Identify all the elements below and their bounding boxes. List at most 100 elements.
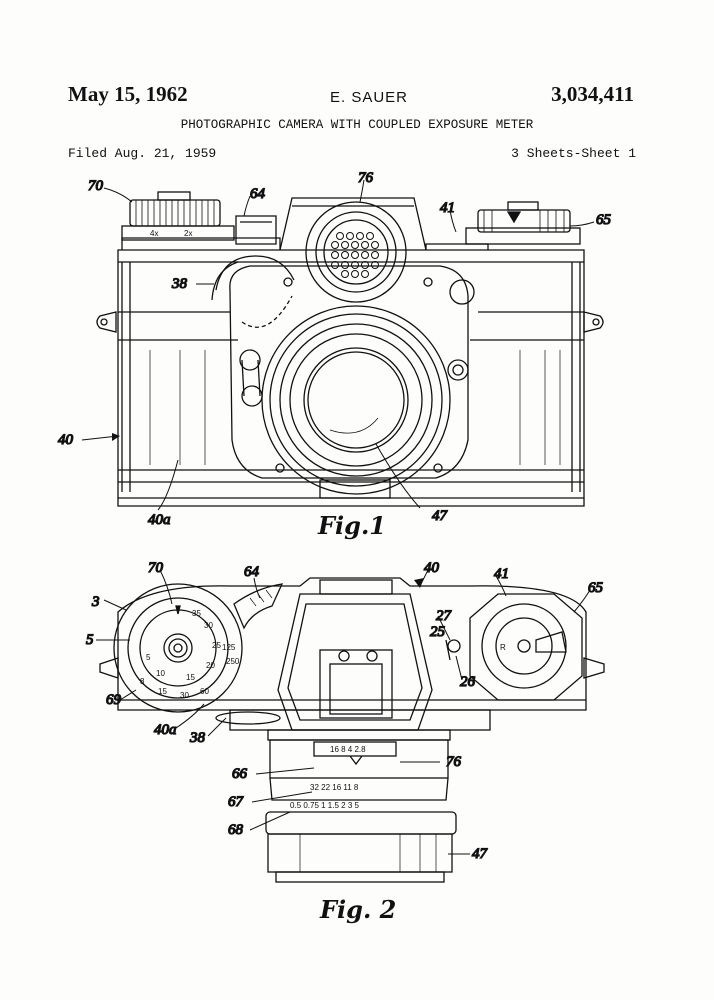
ref-27: 27 xyxy=(436,608,453,624)
ref-40-fig2: 40 xyxy=(424,560,440,576)
svg-text:25: 25 xyxy=(212,641,221,650)
svg-text:8: 8 xyxy=(140,677,145,686)
shutter-speed-dial: 4x 2x xyxy=(121,191,235,241)
svg-text:250: 250 xyxy=(226,657,240,666)
ref-65-fig2: 65 xyxy=(588,580,604,596)
svg-text:60: 60 xyxy=(200,687,209,696)
svg-text:16 8 4 2.8: 16 8 4 2.8 xyxy=(330,745,366,754)
side-button-right-inner xyxy=(452,364,464,376)
ref-25: 25 xyxy=(430,624,446,640)
svg-text:0.5 0.75 1 1.5 2 3 5: 0.5 0.75 1 1.5 2 3 5 xyxy=(290,801,359,810)
ref-38-fig2: 38 xyxy=(189,730,206,746)
ref-38: 38 xyxy=(171,276,188,292)
svg-text:35: 35 xyxy=(192,609,201,618)
top-plate-left xyxy=(121,237,281,250)
ref-66: 66 xyxy=(232,766,248,782)
ref-47: 47 xyxy=(432,508,449,524)
strap-lug-hole-right xyxy=(592,318,600,326)
accessory-shoe xyxy=(319,649,393,719)
release-lever xyxy=(445,639,451,661)
strap-lug-right-top xyxy=(583,657,605,679)
ref-64: 64 xyxy=(250,186,266,202)
figure-2-label: Fig. 2 xyxy=(319,895,396,924)
ref-40: 40 xyxy=(58,432,74,448)
arrow-40-fig2 xyxy=(414,578,424,588)
ref-67: 67 xyxy=(228,794,245,810)
sheet-number: 3 Sheets-Sheet 1 xyxy=(511,146,636,161)
rewind-release-button xyxy=(447,639,461,653)
camera-body-outline xyxy=(117,249,585,499)
exposure-meter-cell-window xyxy=(305,201,407,303)
svg-text:30: 30 xyxy=(204,621,213,630)
strap-lug-right xyxy=(583,311,604,333)
ref-3: 3 xyxy=(91,594,100,610)
mount-screw-3 xyxy=(275,463,285,473)
svg-text:30: 30 xyxy=(180,691,189,700)
ref-68: 68 xyxy=(228,822,244,838)
lens-bottom-collar xyxy=(319,479,391,499)
lens-mount-plate xyxy=(229,265,469,479)
selftimer-button xyxy=(449,279,475,305)
svg-text:4x: 4x xyxy=(150,229,158,238)
shoe-screw-2 xyxy=(366,650,378,662)
ref-26: 26 xyxy=(460,674,476,690)
ref-76-fig2: 76 xyxy=(446,754,462,770)
eyepiece-top xyxy=(319,579,393,595)
mount-screw-1 xyxy=(283,277,293,287)
figure-1-front-view: 4x 2x xyxy=(57,169,612,540)
ref-41: 41 xyxy=(440,200,455,216)
figure-1-label: Fig.1 xyxy=(317,511,386,540)
side-lever-left xyxy=(241,359,261,397)
svg-text:125: 125 xyxy=(222,643,236,652)
rewind-knob-top: R xyxy=(469,593,583,701)
arrow-40 xyxy=(112,433,120,441)
focus-wheel xyxy=(211,255,295,328)
svg-text:R: R xyxy=(500,643,506,652)
fig1-leader-lines xyxy=(81,179,595,511)
ref-76: 76 xyxy=(358,170,374,186)
ref-41-fig2: 41 xyxy=(494,566,509,582)
ref-40a: 40a xyxy=(148,512,171,528)
body-hatching xyxy=(149,350,561,465)
accessory-shoe-inner xyxy=(329,663,383,715)
side-button-left-top xyxy=(239,349,261,371)
prism-top-inner xyxy=(287,603,423,721)
mount-screw-4 xyxy=(433,463,443,473)
mount-screw-2 xyxy=(423,277,433,287)
svg-text:20: 20 xyxy=(206,661,215,670)
svg-text:15: 15 xyxy=(186,673,195,682)
patent-title: PHOTOGRAPHIC CAMERA WITH COUPLED EXPOSUR… xyxy=(180,118,534,132)
svg-text:15: 15 xyxy=(158,687,167,696)
lens-top-view: 16 8 4 2.8 32 22 16 11 8 0.5 0.75 1 1.5 … xyxy=(265,729,457,883)
advance-lever-top xyxy=(233,583,284,630)
shoe-screw-1 xyxy=(338,650,350,662)
svg-text:10: 10 xyxy=(156,669,165,678)
shutter-dial-top: 35 30 25 20 15 10 5 125 250 60 30 15 8 xyxy=(113,583,243,713)
ref-5: 5 xyxy=(86,632,94,648)
filed-date: Filed Aug. 21, 1959 xyxy=(68,146,217,161)
strap-lug-left xyxy=(96,311,117,333)
side-button-right xyxy=(447,359,469,381)
focus-wheel-top xyxy=(215,711,281,725)
ref-64-fig2: 64 xyxy=(244,564,260,580)
strap-lug-hole-left xyxy=(100,318,108,326)
figure-2-top-view: 35 30 25 20 15 10 5 125 250 60 30 15 8 xyxy=(85,559,605,924)
patent-date: May 15, 1962 xyxy=(68,82,188,106)
camera-base xyxy=(117,498,585,507)
ref-70-fig2: 70 xyxy=(148,560,164,576)
svg-text:32 22 16 11 8: 32 22 16 11 8 xyxy=(310,783,359,792)
prism-housing xyxy=(279,197,427,251)
svg-text:2x: 2x xyxy=(184,229,192,238)
rewind-knob xyxy=(465,201,581,245)
ref-70: 70 xyxy=(88,178,104,194)
fig2-leader-lines xyxy=(96,569,591,855)
top-plate-outline xyxy=(117,577,587,711)
film-advance-lever xyxy=(235,215,277,245)
svg-text:5: 5 xyxy=(146,653,151,662)
inventor-name: E. SAUER xyxy=(330,89,409,106)
patent-number: 3,034,411 xyxy=(551,82,634,106)
top-plate-right xyxy=(425,243,489,250)
ref-40a-fig2: 40a xyxy=(154,722,177,738)
